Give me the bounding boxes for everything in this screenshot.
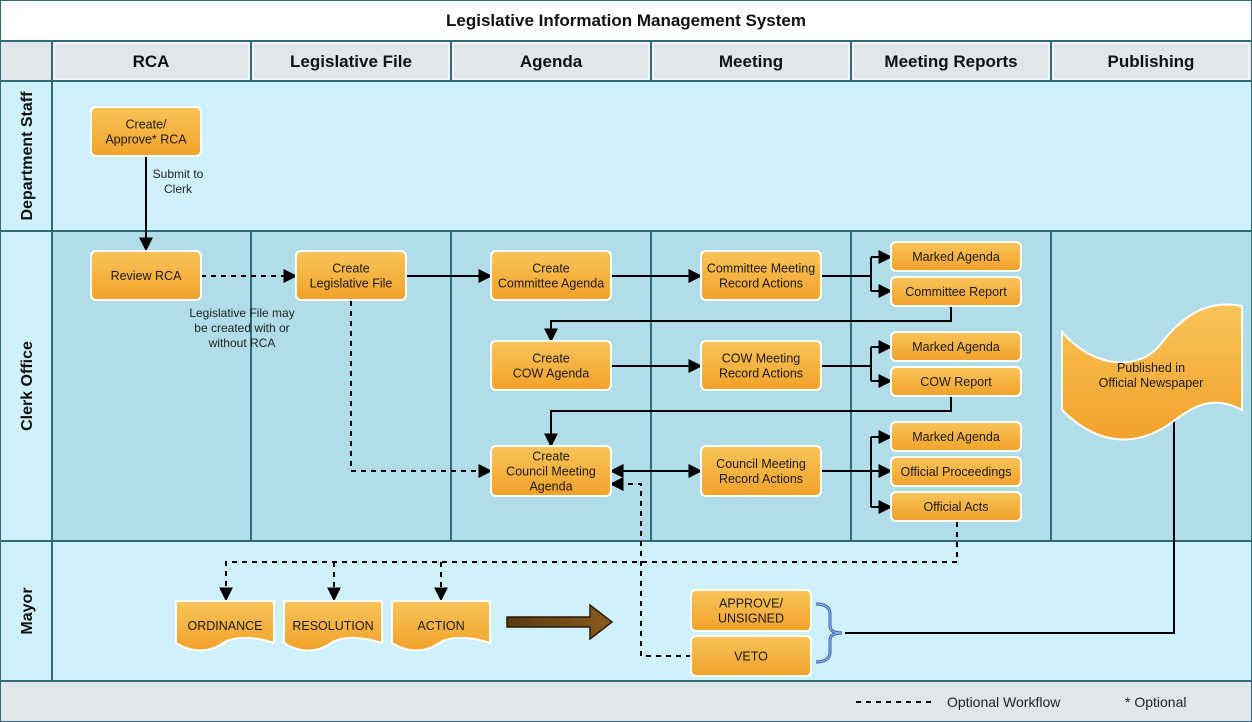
flow-committee-report-to-cow-agenda	[544, 307, 952, 343]
column-header-meeting-reports: Meeting Reports	[884, 52, 1017, 71]
node-label: Create	[532, 262, 570, 276]
node-review-rca: Review RCA	[90, 250, 202, 301]
node-marked-agenda-2: Marked Agenda	[890, 331, 1022, 362]
node-label: Agenda	[529, 480, 572, 494]
doc-label: ORDINANCE	[187, 619, 262, 633]
column-header-rca: RCA	[133, 52, 170, 71]
node-label: COW Agenda	[513, 367, 589, 381]
column-header-legislative-file: Legislative File	[290, 52, 412, 71]
node-marked-agenda-3: Marked Agenda	[890, 421, 1022, 452]
node-label: Create	[532, 352, 570, 366]
flow-committee-meeting-to-reports	[821, 256, 891, 292]
flow-legfile-to-council-agenda	[350, 301, 493, 478]
column-header-meeting: Meeting	[719, 52, 783, 71]
node-label: VETO	[734, 650, 768, 664]
legend-optional: * Optional	[1125, 694, 1186, 710]
node-label: Council Meeting	[716, 457, 806, 471]
node-approve: APPROVE/UNSIGNED	[690, 589, 812, 632]
node-label: Create	[532, 450, 570, 464]
node-official-proceedings: Official Proceedings	[890, 456, 1022, 487]
note-legfile-line3: without RCA	[208, 336, 276, 350]
connectors	[139, 156, 1181, 657]
doc-ordinance: ORDINANCE	[175, 600, 275, 652]
flow-veto-to-council-agenda	[609, 477, 691, 657]
diagram-title: Legislative Information Management Syste…	[446, 11, 806, 30]
node-label: Marked Agenda	[912, 250, 1000, 264]
node-label: Committee Report	[905, 285, 1007, 299]
node-label: Record Actions	[719, 367, 803, 381]
node-create-rca: Create/Approve* RCA	[90, 106, 202, 157]
node-label: COW Report	[920, 375, 992, 389]
published-shape	[1061, 303, 1243, 441]
row-headers: Department Staff Clerk Office Mayor	[19, 91, 36, 635]
node-committee-report: Committee Report	[890, 276, 1022, 307]
node-label: Official Acts	[923, 500, 988, 514]
flow-cow-report-to-council-agenda	[544, 397, 952, 448]
note-legfile-line2: be created with or	[194, 321, 289, 335]
node-cow-report: COW Report	[890, 366, 1022, 397]
column-headers: RCA Legislative File Agenda Meeting Meet…	[133, 52, 1195, 71]
legend-optional-workflow: Optional Workflow	[947, 694, 1061, 710]
column-header-agenda: Agenda	[520, 52, 583, 71]
doc-label: ACTION	[417, 619, 464, 633]
published-label-line1: Published in	[1117, 361, 1185, 375]
title-bar	[1, 1, 1251, 41]
doc-action: ACTION	[391, 600, 491, 652]
row-header-clerk-office: Clerk Office	[19, 341, 36, 431]
column-header-publishing: Publishing	[1108, 52, 1195, 71]
node-label: Record Actions	[719, 277, 803, 291]
note-submit-line1: Submit to	[153, 167, 204, 181]
node-label: Create/	[126, 118, 168, 132]
node-marked-agenda-1: Marked Agenda	[890, 241, 1022, 272]
note-submit-line2: Clerk	[164, 182, 193, 196]
node-label: Marked Agenda	[912, 340, 1000, 354]
node-label: APPROVE/	[719, 597, 783, 611]
node-label: UNSIGNED	[718, 612, 784, 626]
big-arrow-icon	[506, 603, 614, 641]
row-header-mayor: Mayor	[19, 587, 36, 634]
node-label: COW Meeting	[722, 352, 801, 366]
doc-label: RESOLUTION	[292, 619, 373, 633]
published-label-line2: Official Newspaper	[1099, 376, 1204, 390]
lane-department-staff	[52, 81, 1251, 231]
row-header-department-staff: Department Staff	[19, 91, 36, 221]
node-label: Approve* RCA	[105, 133, 187, 147]
note-legfile-line1: Legislative File may	[189, 306, 294, 320]
doc-resolution: RESOLUTION	[283, 600, 383, 652]
flow-approve-to-published	[845, 382, 1181, 634]
node-label: Official Proceedings	[901, 465, 1012, 479]
node-label: Record Actions	[719, 472, 803, 486]
node-veto: VETO	[690, 635, 812, 677]
node-label: Marked Agenda	[912, 430, 1000, 444]
flow-official-acts-to-mayor	[219, 522, 958, 602]
legend-bar	[1, 681, 1251, 721]
node-label: Review RCA	[111, 269, 183, 283]
node-label: Committee Agenda	[498, 277, 604, 291]
node-official-acts: Official Acts	[890, 491, 1022, 522]
node-label: Committee Meeting	[707, 262, 815, 276]
node-label: Council Meeting	[506, 465, 596, 479]
node-label: Create	[332, 262, 370, 276]
node-label: Legislative File	[310, 277, 393, 291]
